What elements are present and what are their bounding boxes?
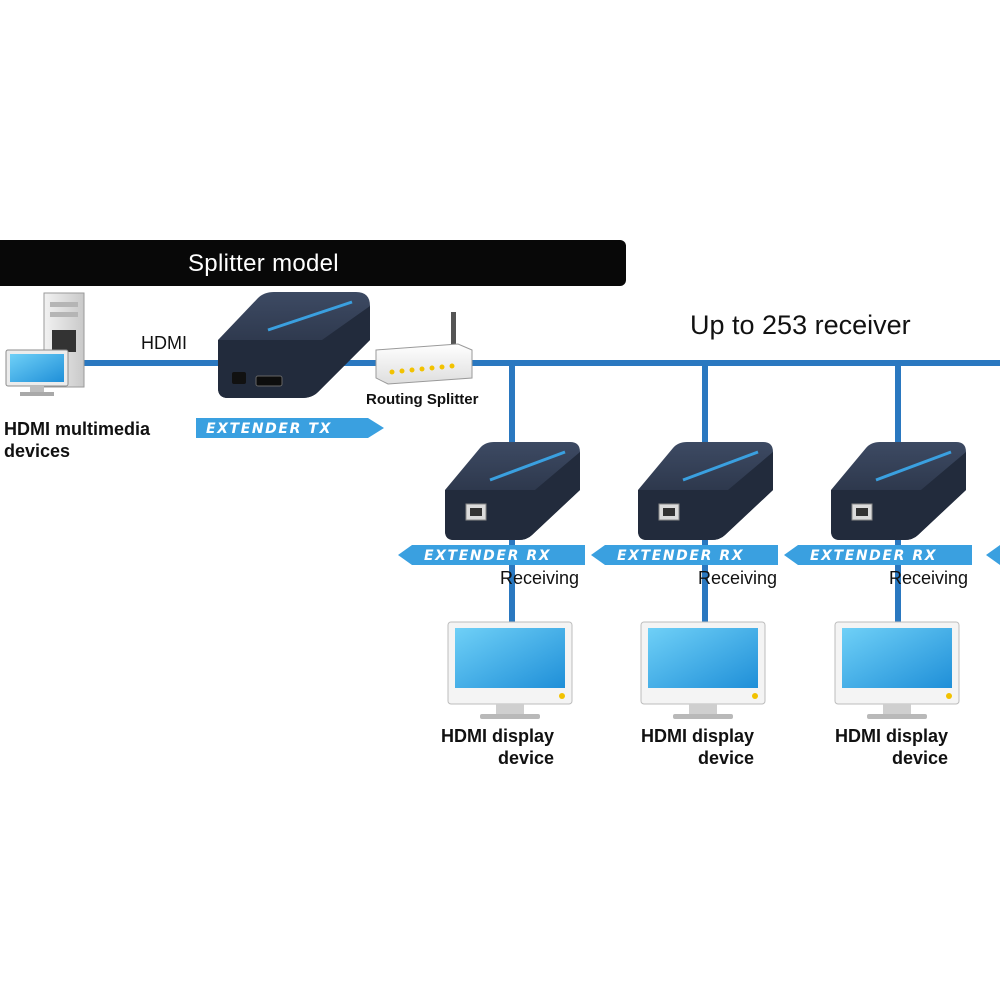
receiving-label-3: Receiving: [889, 568, 969, 588]
extender-rx-tag-1: EXTENDER RX: [398, 545, 585, 565]
source-computer-icon: [5, 292, 85, 396]
extender-tx-tag: EXTENDER TX: [196, 418, 384, 438]
extender-rx-device-1: [445, 442, 580, 540]
extender-tx-device: [218, 292, 370, 398]
router-icon: [375, 312, 473, 385]
display-label-3: HDMI display device: [808, 725, 948, 769]
display-label-3-line-2: device: [891, 748, 948, 768]
display-label-2-line-2: device: [697, 748, 754, 768]
banner-title: Splitter model: [188, 250, 339, 277]
rx-tag-text-1: EXTENDER RX: [424, 548, 551, 564]
extender-rx-tag-partial: [986, 545, 1000, 565]
display-monitor-2: [640, 621, 766, 719]
receiver-group-1: EXTENDER RX: [398, 442, 585, 719]
display-label-2-line-1: HDMI display: [640, 726, 754, 746]
tx-tag-text: EXTENDER TX: [206, 421, 332, 437]
receiving-label-2: Receiving: [698, 568, 778, 588]
display-label-1-line-1: HDMI display: [440, 726, 554, 746]
display-monitor-1: [447, 621, 573, 719]
display-monitor-3: [834, 621, 960, 719]
capacity-label: Up to 253 receiver: [690, 310, 911, 340]
receiving-label-1: Receiving: [500, 568, 580, 588]
title-banner: Splitter model: [0, 240, 626, 286]
display-label-3-line-1: HDMI display: [834, 726, 948, 746]
source-label: HDMI multimedia devices: [4, 418, 150, 462]
extender-rx-device-2: [638, 442, 773, 540]
extender-rx-tag-2: EXTENDER RX: [591, 545, 778, 565]
hdmi-link-label: HDMI: [141, 333, 187, 353]
extender-rx-device-3: [831, 442, 966, 540]
source-label-line-1: HDMI multimedia: [4, 419, 151, 439]
receiver-group-3: EXTENDER RX: [784, 442, 1000, 719]
display-label-1: HDMI display device: [414, 725, 554, 769]
extender-rx-tag-3: EXTENDER RX: [784, 545, 972, 565]
rx-tag-text-3: EXTENDER RX: [810, 548, 937, 564]
display-label-2: HDMI display device: [614, 725, 754, 769]
source-label-line-2: devices: [4, 441, 71, 461]
rx-tag-text-2: EXTENDER RX: [617, 548, 744, 564]
display-label-1-line-2: device: [497, 748, 554, 768]
router-label: Routing Splitter: [366, 391, 479, 408]
receiver-group-2: EXTENDER RX: [591, 442, 778, 719]
